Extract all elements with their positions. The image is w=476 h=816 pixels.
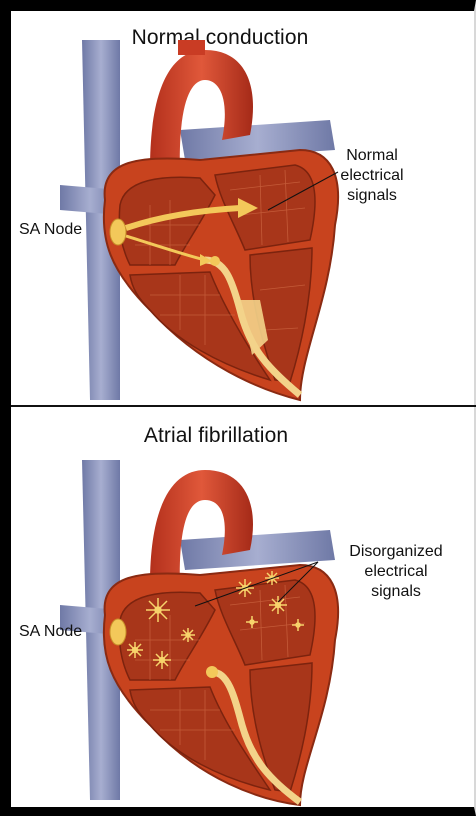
callout-line: Normal bbox=[330, 146, 414, 166]
heart-afib-illustration bbox=[0, 410, 476, 810]
sa-node-label-normal: SA Node bbox=[19, 220, 82, 240]
callout-line: signals bbox=[330, 186, 414, 206]
callout-normal: Normal electrical signals bbox=[330, 146, 414, 206]
callout-line: electrical bbox=[334, 562, 458, 582]
callout-afib: Disorganized electrical signals bbox=[334, 542, 458, 602]
sa-node bbox=[110, 619, 126, 645]
callout-line: electrical bbox=[330, 166, 414, 186]
callout-line: signals bbox=[334, 582, 458, 602]
sa-node bbox=[110, 219, 126, 245]
callout-line: Disorganized bbox=[334, 542, 458, 562]
panel-divider bbox=[11, 405, 476, 407]
sa-node-label-afib: SA Node bbox=[19, 622, 82, 642]
heart-normal-illustration bbox=[0, 10, 476, 410]
